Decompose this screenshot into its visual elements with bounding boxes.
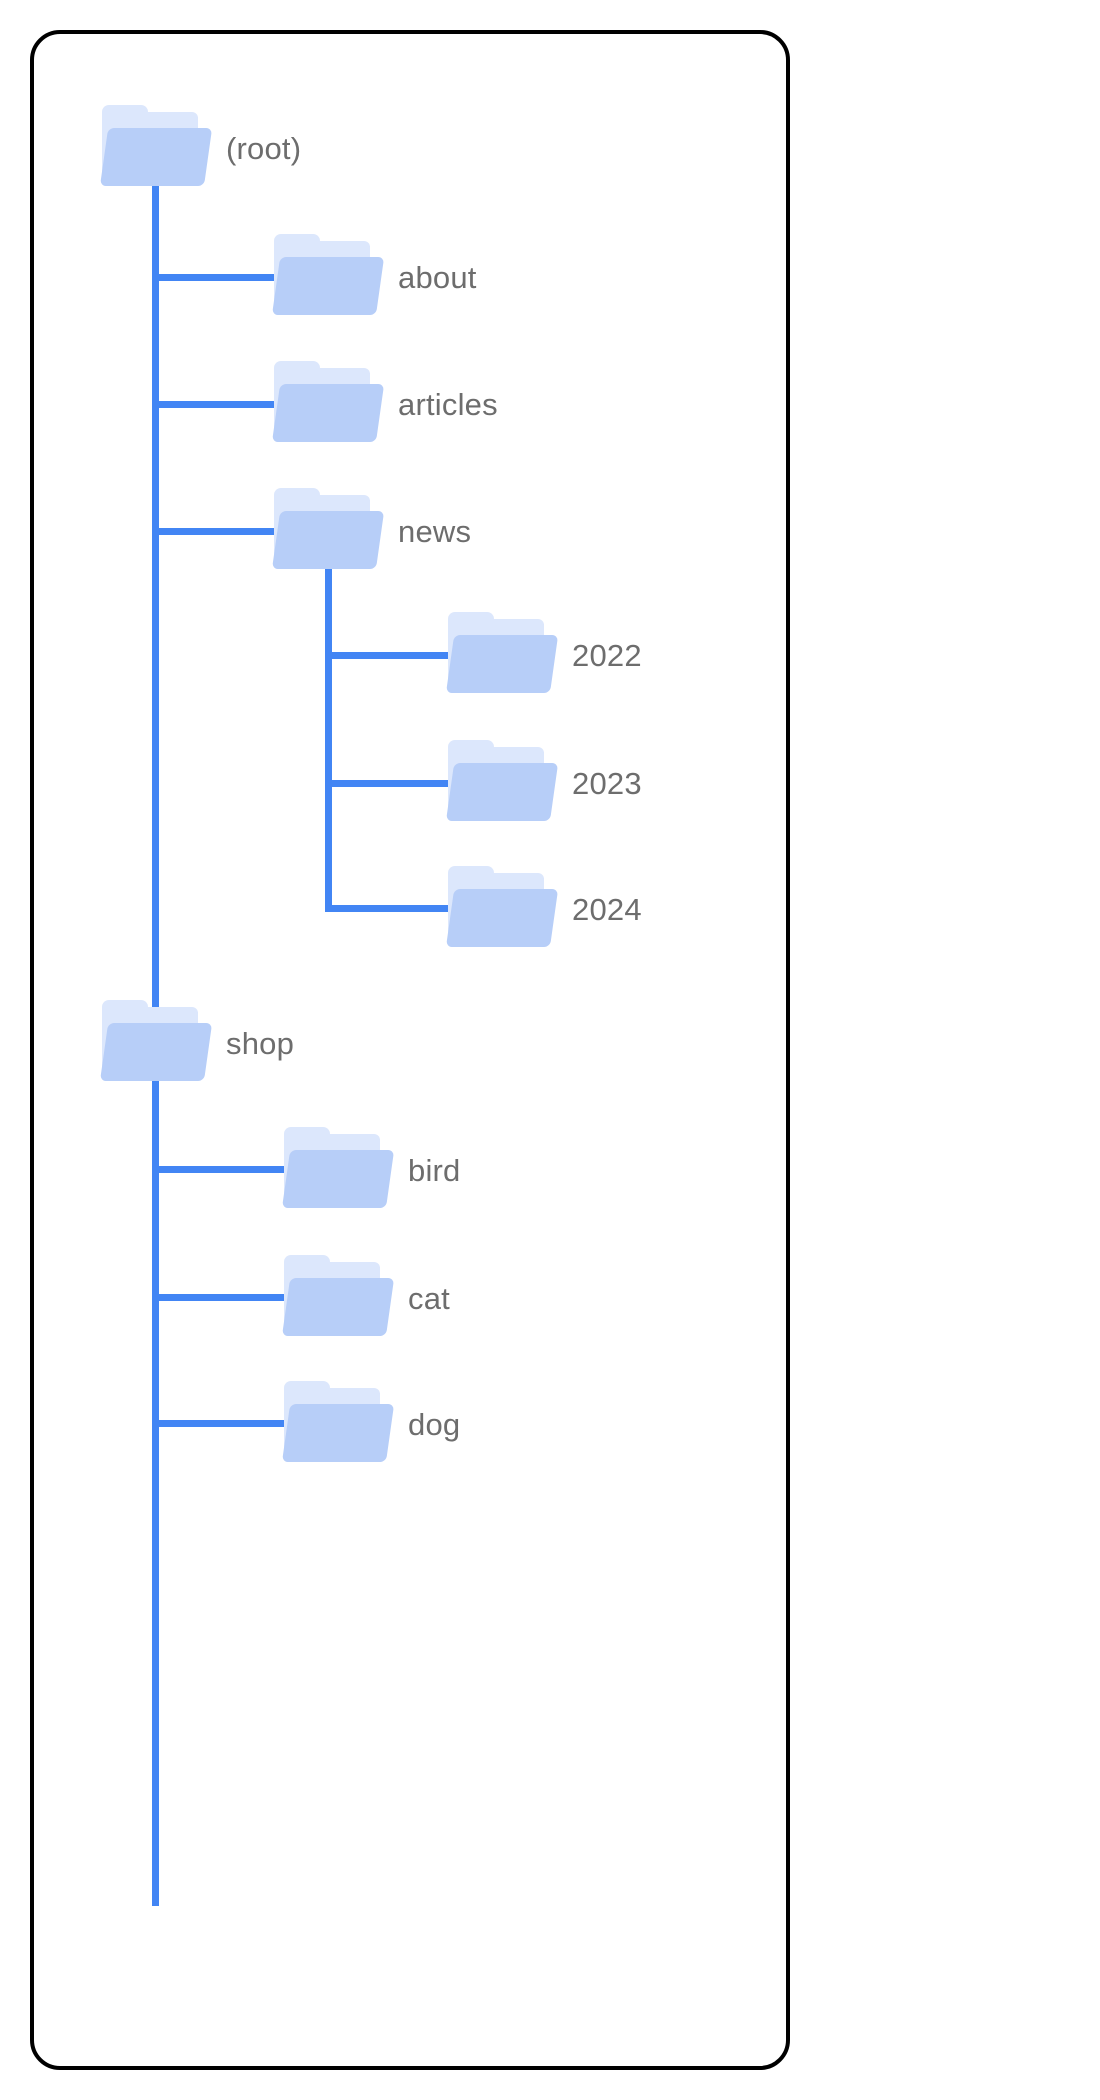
connector-root-to-news [152,528,322,535]
connector-news-to-2022 [325,652,455,659]
tree-node-label: shop [226,1025,295,1061]
tree-node-label: news [398,513,472,549]
connector-shop-to-cat [152,1294,292,1301]
folder-icon [282,1380,395,1468]
folder-icon [272,360,385,448]
folder-icon [272,233,385,321]
folder-icon [282,1126,395,1214]
folder-icon [272,487,385,575]
tree-node-cat[interactable]: cat [282,1254,450,1342]
tree-node-label: cat [408,1280,450,1316]
tree-node-articles[interactable]: articles [272,360,498,448]
tree-node-shop[interactable]: shop [100,999,294,1087]
tree-node-label: articles [398,386,498,422]
folder-icon [100,999,213,1087]
folder-icon [446,865,559,953]
tree-node-dog[interactable]: dog [282,1380,460,1468]
tree-node-label: 2023 [572,765,642,801]
tree-node-news[interactable]: news [272,487,471,575]
tree-node-label: 2022 [572,637,642,673]
tree-node-label: bird [408,1152,461,1188]
folder-icon [446,739,559,827]
connector-root-to-about [152,274,322,281]
folder-icon [282,1254,395,1342]
tree-node-label: 2024 [572,891,642,927]
connector-shop-to-dog [152,1420,292,1427]
tree-node-2023[interactable]: 2023 [446,739,642,827]
folder-icon [100,104,213,192]
tree-node-2022[interactable]: 2022 [446,611,642,699]
connector-trunk-shop [152,1064,159,1906]
connector-shop-to-bird [152,1166,292,1173]
tree-node-bird[interactable]: bird [282,1126,461,1214]
tree-node-label: about [398,259,477,295]
connector-news-to-2024 [325,905,455,912]
tree-node-2024[interactable]: 2024 [446,865,642,953]
tree-node-label: dog [408,1406,461,1442]
tree-node-about[interactable]: about [272,233,477,321]
connector-trunk-news [325,552,332,912]
folder-icon [446,611,559,699]
tree-node-label: (root) [226,130,302,166]
connector-root-to-articles [152,401,322,408]
tree-node-root[interactable]: (root) [100,104,301,192]
connector-news-to-2023 [325,780,455,787]
